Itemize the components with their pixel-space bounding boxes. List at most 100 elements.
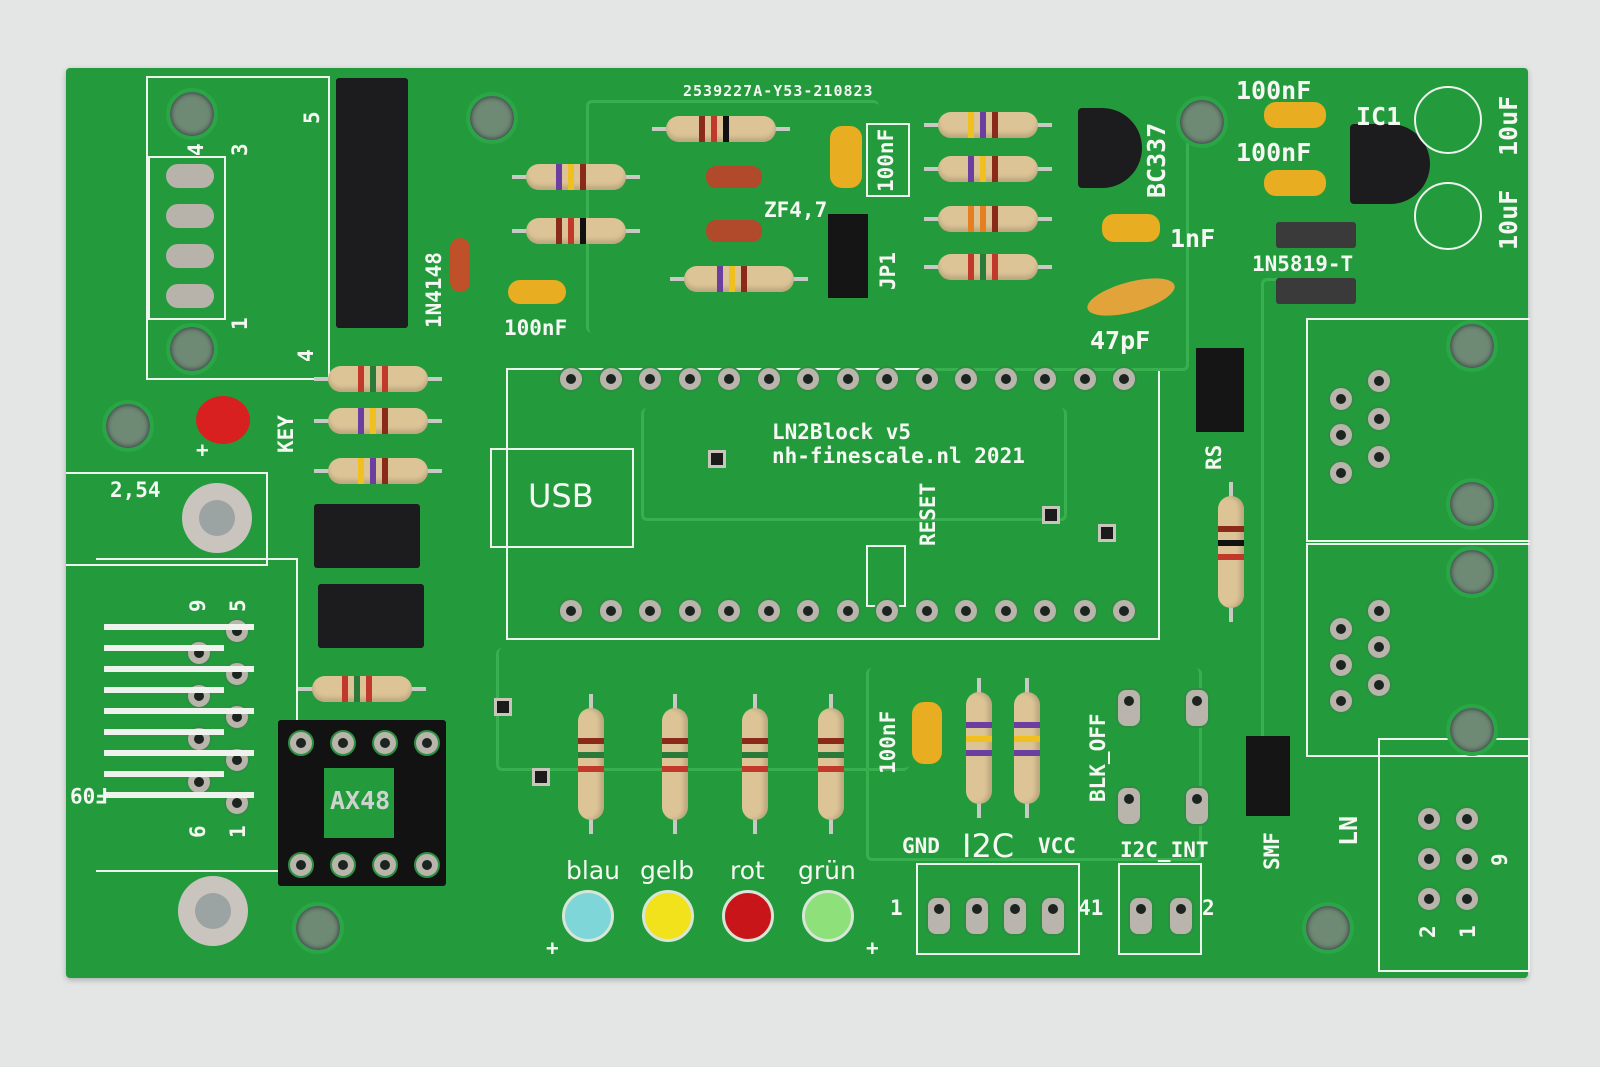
- mounting-hole: [1302, 902, 1354, 954]
- resistor-band: [818, 766, 844, 772]
- pin-number: 1: [1456, 925, 1480, 938]
- resistor-band: [1218, 554, 1244, 560]
- i2c-pad: [926, 896, 952, 936]
- header-pin: [558, 598, 584, 624]
- resistor: [526, 218, 626, 244]
- board-credit: nh-finescale.nl 2021: [772, 444, 1025, 468]
- usb-label: USB: [528, 477, 594, 515]
- mounting-hole: [1446, 546, 1498, 598]
- header-pin: [1111, 366, 1137, 392]
- socket-pin: [414, 730, 440, 756]
- i2c-label: I2C: [962, 827, 1015, 865]
- connector-pad: [166, 204, 214, 228]
- large-pad: [182, 483, 252, 553]
- resistor-band: [662, 738, 688, 744]
- resistor-band: [968, 156, 974, 182]
- resistor-band: [968, 206, 974, 232]
- cap-100nf-label: 100nF: [876, 710, 900, 774]
- capacitor: [508, 280, 566, 304]
- resistor: [938, 206, 1038, 232]
- header-pin: [637, 598, 663, 624]
- diode-1n4148-label: 1N4148: [422, 252, 446, 328]
- header-pin: [1071, 598, 1098, 624]
- schottky-diode: [1276, 222, 1356, 248]
- header-pin: [992, 598, 1019, 624]
- resistor-band: [966, 736, 992, 742]
- header-pin: [1032, 366, 1058, 392]
- header-pin: [913, 598, 940, 624]
- mounting-hole: [1446, 704, 1498, 756]
- jp1-label: JP1: [876, 252, 900, 290]
- edge-finger: [104, 666, 254, 672]
- transistor-bc337: [1078, 108, 1142, 188]
- gnd-label: GND: [902, 834, 940, 858]
- signal-diode: [450, 238, 470, 292]
- rj-pin: [1366, 444, 1392, 470]
- rj-pin: [1328, 652, 1354, 678]
- via: [532, 768, 550, 786]
- rs-jumper[interactable]: [1196, 348, 1244, 432]
- pin-number: 1: [890, 896, 903, 920]
- trace: [926, 108, 1189, 371]
- resistor-band: [382, 366, 388, 392]
- board-serial: 2539227A-Y53-210823: [683, 82, 874, 100]
- socket-pin: [288, 730, 314, 756]
- header-pin: [874, 598, 900, 624]
- mounting-hole: [292, 902, 344, 954]
- header-pin: [913, 366, 940, 392]
- resistor: [938, 254, 1038, 280]
- header-pin: [597, 598, 624, 624]
- zener-label: ZF4,7: [764, 198, 828, 222]
- cap-100nf-label: 100nF: [874, 128, 898, 192]
- cap-100nf-label: 100nF: [1236, 138, 1312, 167]
- transistor-label: BC337: [1142, 122, 1171, 198]
- resistor-band: [358, 366, 364, 392]
- i2c-pad: [1040, 896, 1066, 936]
- led-gelb: [642, 890, 694, 942]
- dsub-outline: [96, 558, 298, 872]
- elcap-label: 10uF: [1494, 189, 1523, 250]
- via: [1042, 506, 1060, 524]
- ic1-regulator: [1350, 124, 1430, 204]
- socket-label: AX48: [330, 786, 391, 815]
- resistor-band: [1014, 750, 1040, 756]
- reset-label: RESET: [916, 482, 940, 546]
- ln-pin: [1454, 806, 1480, 832]
- i2c-connector-outline: [916, 863, 1080, 955]
- pin-number: 1: [228, 317, 252, 330]
- resistor-band: [723, 116, 729, 142]
- i2c-int-pad: [1128, 896, 1154, 936]
- resistor-band: [580, 164, 586, 190]
- electrolytic-cap-b: [1414, 182, 1482, 250]
- pin-number: 1: [226, 825, 250, 838]
- capacitor: [1102, 214, 1160, 242]
- button-pad: [1116, 786, 1142, 826]
- via: [1098, 524, 1116, 542]
- mounting-hole: [166, 323, 218, 375]
- plus-label: +: [546, 936, 559, 960]
- tall-component: [336, 78, 408, 328]
- resistor-band: [968, 254, 974, 280]
- header-pin: [795, 366, 821, 392]
- header-pin: [953, 366, 979, 392]
- resistor: [312, 676, 412, 702]
- cap-100nf-label: 100nF: [1236, 76, 1312, 105]
- trace: [1261, 278, 1304, 751]
- resistor-band: [980, 206, 986, 232]
- socket-pin: [330, 730, 356, 756]
- key-label: KEY: [274, 415, 298, 453]
- header-pin: [558, 366, 584, 392]
- pin-number: 3: [228, 143, 252, 156]
- resistor-band: [717, 266, 723, 292]
- pin-number: 2: [1416, 925, 1440, 938]
- jp1-jumper[interactable]: [828, 214, 868, 298]
- pin-number: 6: [186, 825, 210, 838]
- mounting-hole: [102, 400, 154, 452]
- resistor-band: [980, 254, 986, 280]
- resistor: [526, 164, 626, 190]
- resistor-band: [966, 750, 992, 756]
- smf-jumper[interactable]: [1246, 736, 1290, 816]
- edge-finger: [104, 687, 224, 693]
- header-pin: [1111, 598, 1137, 624]
- ic1-label: IC1: [1356, 102, 1402, 131]
